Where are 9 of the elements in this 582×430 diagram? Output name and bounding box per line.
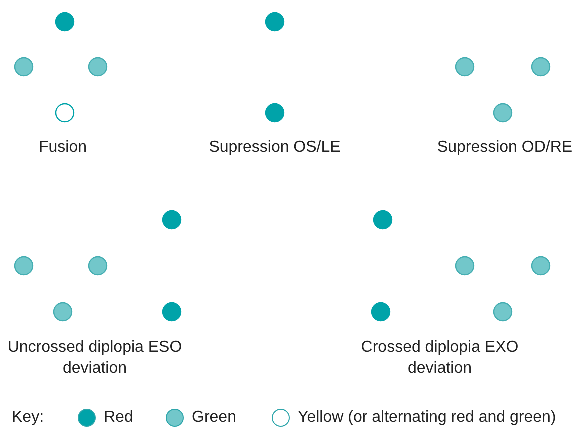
legend-label: Red <box>104 408 134 428</box>
caption-text: Supression OS/LE <box>208 138 342 158</box>
legend-label: Green <box>192 408 236 428</box>
key-label: Key: <box>12 408 44 428</box>
legend-label: Yellow (or alternating red and green) <box>298 408 556 428</box>
caption-text: Uncrossed diplopia ESO deviation <box>6 338 184 379</box>
caption-text: Crossed diplopia EXO deviation <box>360 338 520 379</box>
caption-text: Fusion <box>38 138 88 158</box>
caption-text: Supression OD/RE <box>436 138 574 158</box>
